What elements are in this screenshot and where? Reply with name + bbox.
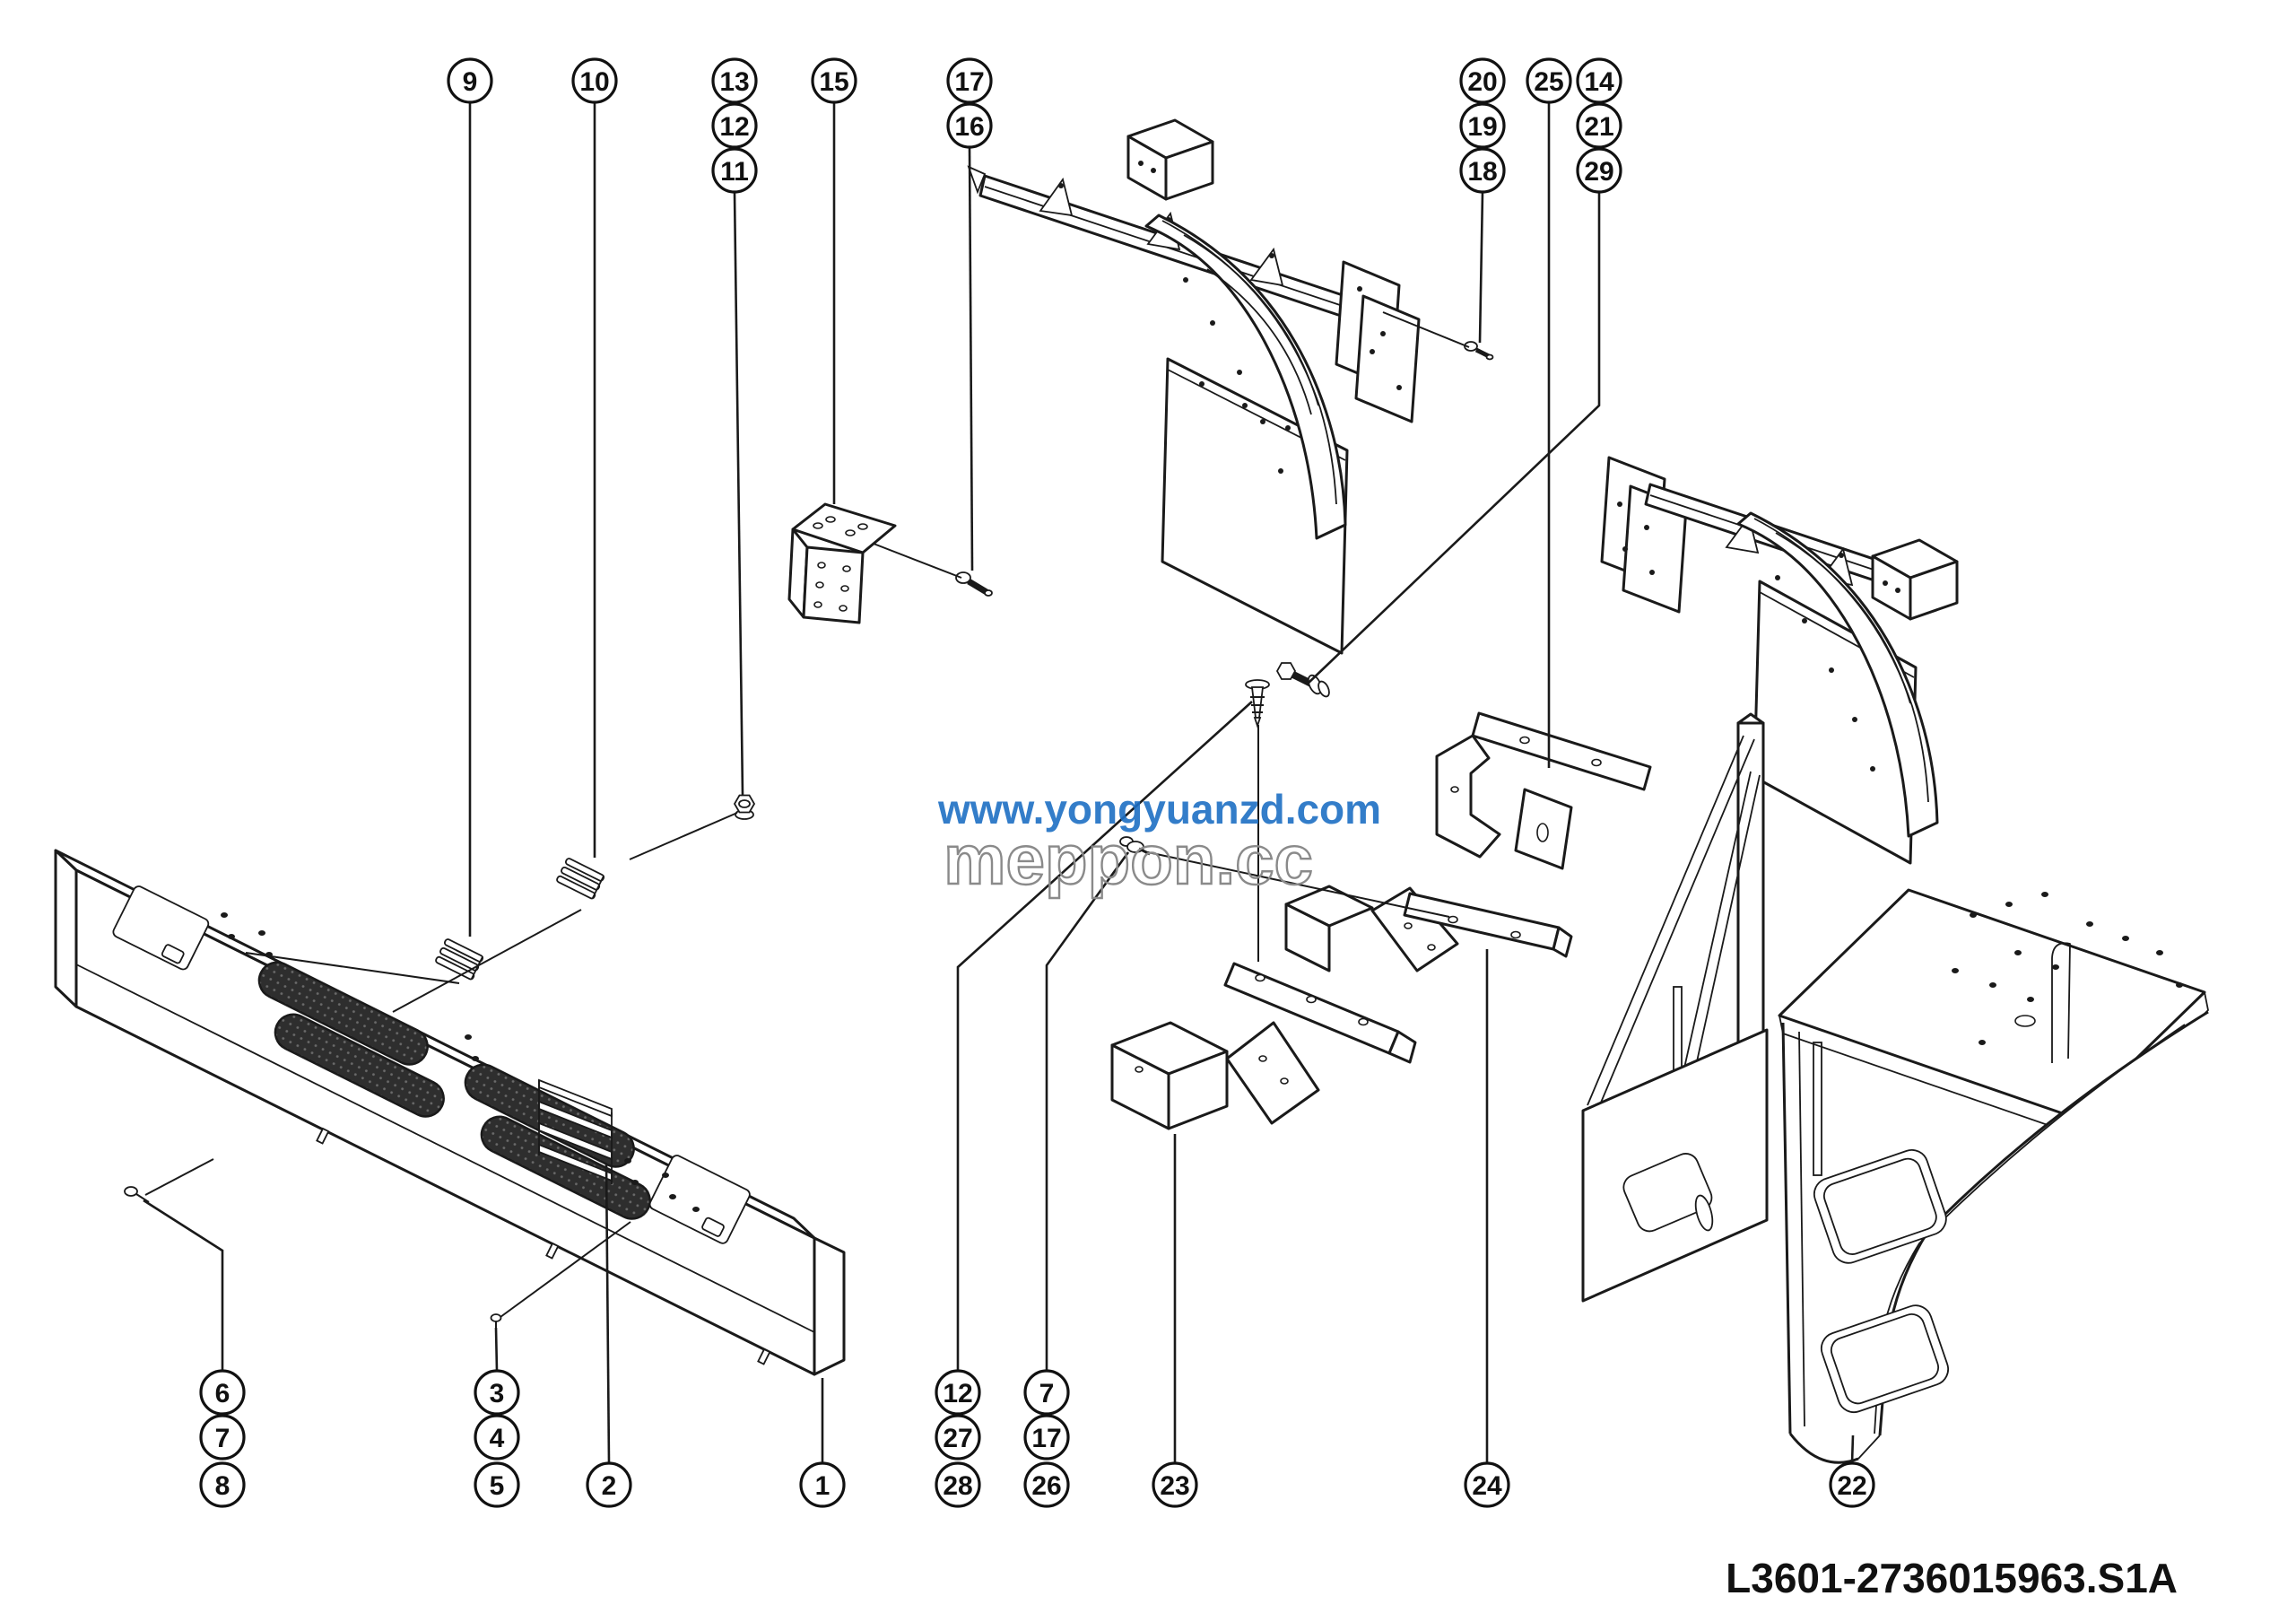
svg-text:10: 10	[579, 67, 609, 97]
watermark-url-text: www.yongyuanzd.com	[937, 786, 1381, 833]
callout-17: 17	[946, 57, 993, 104]
license-plate-recess-right	[648, 1155, 751, 1244]
callout-14: 14	[1576, 57, 1622, 104]
callout-17: 17	[1023, 1414, 1070, 1461]
callout-25: 25	[1526, 57, 1572, 104]
svg-text:12: 12	[943, 1379, 972, 1408]
callout-7: 7	[199, 1414, 246, 1461]
svg-text:12: 12	[719, 112, 749, 142]
mudflap-assembly-1	[967, 118, 1421, 655]
svg-text:19: 19	[1467, 112, 1497, 142]
callout-24: 24	[1464, 1461, 1510, 1508]
callout-4: 4	[474, 1414, 520, 1461]
push-rivet-fastener	[1245, 679, 1270, 728]
bolt-item-16	[955, 571, 993, 597]
bolt-washer-fastener	[1275, 662, 1330, 698]
callout-1: 1	[799, 1461, 846, 1508]
bumper-clip-1	[435, 938, 484, 981]
svg-text:20: 20	[1467, 67, 1497, 97]
svg-text:23: 23	[1160, 1471, 1189, 1501]
callout-8: 8	[199, 1461, 246, 1508]
callout-5: 5	[474, 1461, 520, 1508]
callout-12: 12	[711, 102, 758, 149]
callout-18: 18	[1459, 147, 1506, 194]
svg-text:3: 3	[490, 1379, 505, 1408]
install-lines	[144, 311, 1470, 1318]
callout-3: 3	[474, 1369, 520, 1416]
step-grille	[538, 1078, 613, 1184]
bolt-item-18	[1464, 341, 1494, 361]
svg-text:14: 14	[1584, 67, 1614, 97]
svg-text:8: 8	[215, 1471, 230, 1501]
svg-text:17: 17	[1031, 1424, 1061, 1453]
callout-29: 29	[1576, 147, 1622, 194]
svg-text:25: 25	[1534, 67, 1563, 97]
callout-15: 15	[811, 57, 857, 104]
callout-28: 28	[935, 1461, 981, 1508]
callout-21: 21	[1576, 102, 1622, 149]
callout-22: 22	[1829, 1461, 1875, 1508]
callout-20: 20	[1459, 57, 1506, 104]
svg-text:7: 7	[1039, 1379, 1055, 1408]
svg-text:2: 2	[602, 1471, 617, 1501]
svg-text:15: 15	[819, 67, 848, 97]
callout-26: 26	[1023, 1461, 1070, 1508]
svg-text:1: 1	[815, 1471, 831, 1501]
svg-text:7: 7	[215, 1424, 230, 1453]
bumper-clip-2	[556, 858, 605, 900]
support-bracket-25	[1435, 711, 1652, 870]
license-plate-recess-left	[112, 885, 210, 971]
callout-13: 13	[711, 57, 758, 104]
drawing-part-number: L3601-2736015963.S1A	[1726, 1555, 2178, 1601]
callout-9: 9	[447, 57, 493, 104]
callout-23: 23	[1152, 1461, 1198, 1508]
svg-text:11: 11	[720, 157, 749, 187]
leader-lines	[143, 102, 1855, 1464]
washer-screw-fastener	[1119, 836, 1151, 856]
callout-10: 10	[571, 57, 618, 104]
callout-2: 2	[586, 1461, 632, 1508]
svg-text:27: 27	[943, 1424, 972, 1453]
flange-nut	[733, 794, 756, 820]
svg-text:26: 26	[1031, 1471, 1061, 1501]
svg-text:13: 13	[719, 67, 749, 97]
svg-text:17: 17	[954, 67, 984, 97]
svg-text:21: 21	[1584, 112, 1613, 142]
bumper-grille-slots	[257, 961, 651, 1220]
rivet-item-3	[490, 1313, 502, 1329]
callout-12: 12	[935, 1369, 981, 1416]
front-bumper	[54, 849, 846, 1376]
svg-text:5: 5	[490, 1471, 505, 1501]
mounting-bracket-15	[787, 502, 897, 624]
support-bracket-23	[1110, 962, 1417, 1130]
svg-text:28: 28	[943, 1471, 972, 1501]
svg-text:24: 24	[1472, 1471, 1502, 1501]
screw-item-6	[124, 1186, 150, 1203]
svg-text:4: 4	[490, 1424, 505, 1453]
support-bracket-24	[1284, 885, 1573, 972]
svg-text:22: 22	[1837, 1471, 1866, 1501]
svg-text:16: 16	[954, 112, 984, 142]
callout-27: 27	[935, 1414, 981, 1461]
svg-text:18: 18	[1467, 157, 1497, 187]
svg-text:29: 29	[1584, 157, 1613, 187]
svg-text:9: 9	[463, 67, 478, 97]
watermark-outline-text: meppon.cc	[944, 820, 1313, 899]
svg-text:6: 6	[215, 1379, 230, 1408]
callout-7: 7	[1023, 1369, 1070, 1416]
mudflap-assembly-2	[1600, 456, 1959, 865]
callout-6: 6	[199, 1369, 246, 1416]
frame-step-bracket-22	[1581, 712, 2209, 1464]
callout-11: 11	[711, 147, 758, 194]
callout-19: 19	[1459, 102, 1506, 149]
callout-16: 16	[946, 102, 993, 149]
